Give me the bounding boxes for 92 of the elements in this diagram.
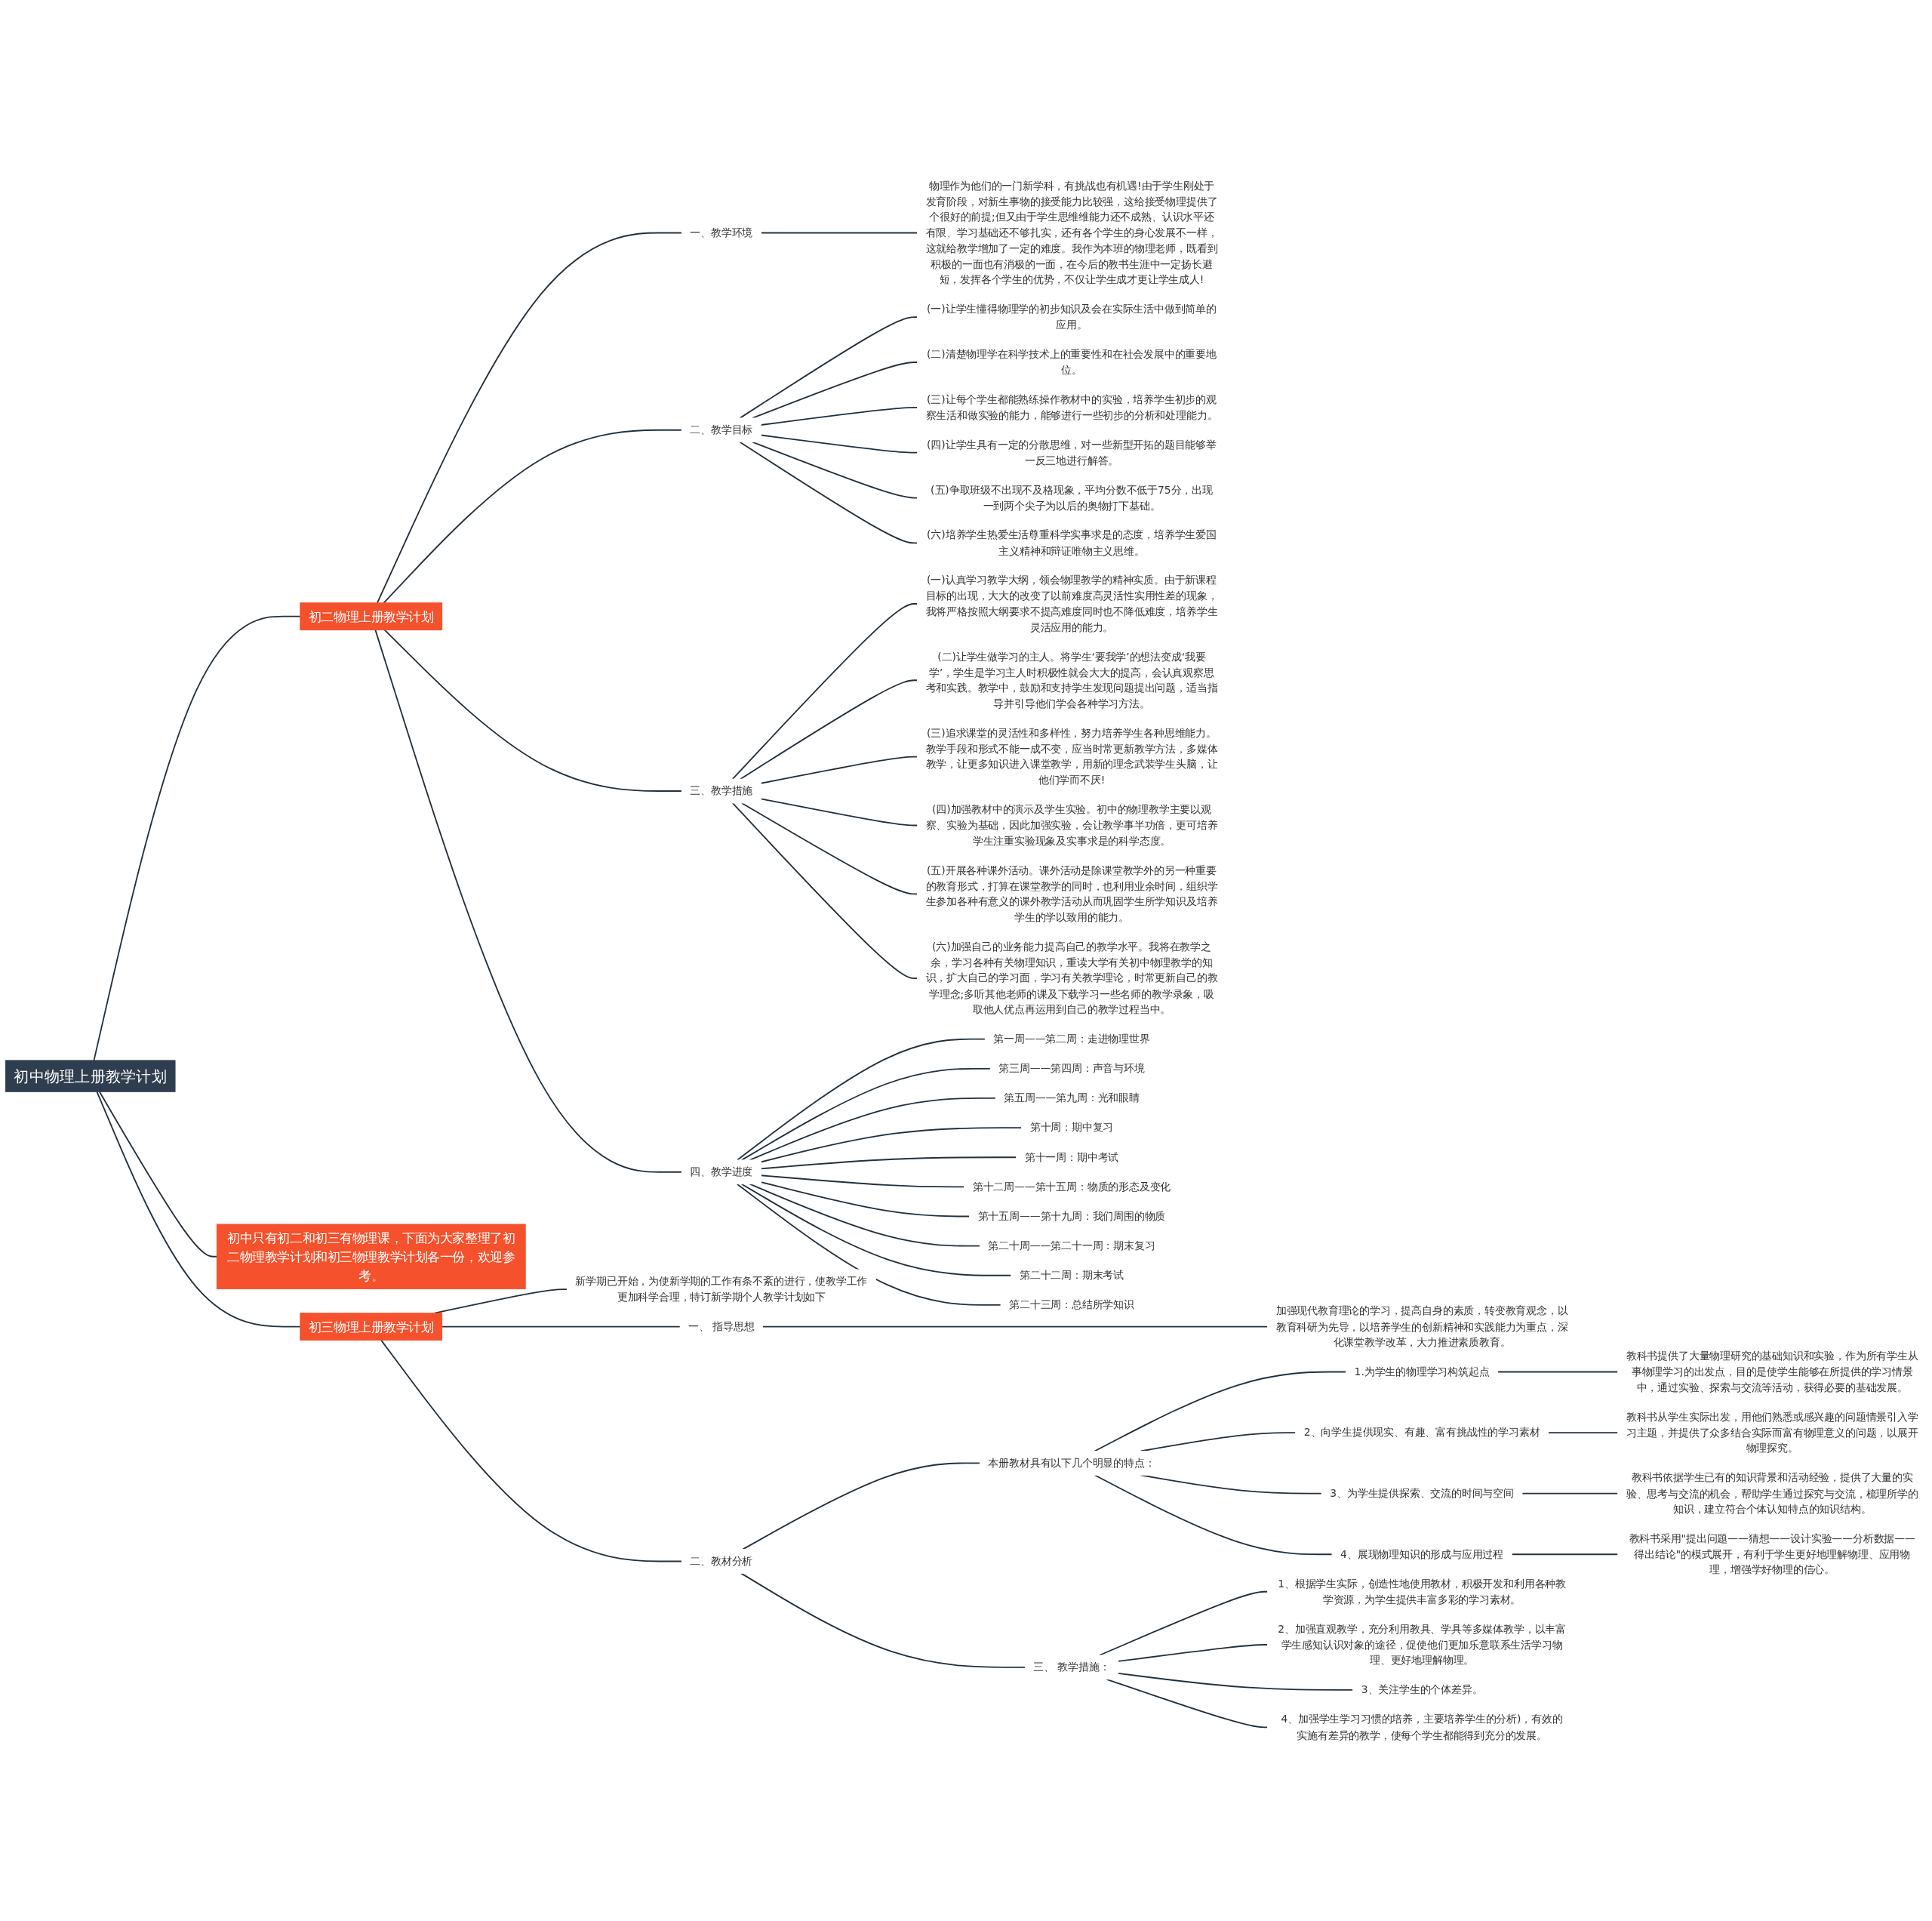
node-text: 三、教学措施	[690, 784, 753, 798]
connector	[761, 1325, 1269, 1328]
connector	[1094, 1474, 1333, 1556]
node-text: (五)争取班级不出现不及格现象，平均分数不低于75分，出现一到两个尖子为以后的奥物打下基础。	[931, 483, 1213, 512]
connector	[1547, 1432, 1619, 1434]
connector	[736, 1183, 1001, 1306]
connector	[740, 679, 918, 780]
node-text: 教科书从学生实际出发，用他们熟悉或感兴趣的问题情景引入学习主题，并提供了众多结合实际而富有物理意义的问题，以展开物理探究。	[1626, 1410, 1918, 1455]
node-text: (四)加强教材中的演示及学生实验。初中的物理教学主要以观察、实验为基础，因此加强实验，会让教学事半功倍，更可培养学生注重实验现象及实事求是的科学态度。	[925, 803, 1218, 848]
node-text: 第十二周——第十五周：物质的形态及变化	[972, 1180, 1171, 1193]
connector	[760, 756, 918, 784]
connector	[441, 1325, 681, 1328]
node-text: 4、展现物理知识的形成与应用过程	[1340, 1547, 1504, 1561]
connector	[1106, 1678, 1269, 1729]
connector	[760, 1181, 971, 1218]
node-text: 3、关注学生的个体差异。	[1361, 1683, 1483, 1696]
connector	[377, 232, 683, 604]
connector	[1521, 1492, 1619, 1495]
node-box: 初中物理上册教学计划	[5, 1060, 176, 1092]
connector	[383, 429, 683, 604]
connector	[1094, 1371, 1347, 1452]
node-text: 第十周：期中复习	[1029, 1121, 1114, 1134]
connector	[374, 629, 683, 1173]
node-text: 教科书采用"提出问题——猜想——设计实验——分析数据——得出结论"的模式展开，有利于学生更好地理解物理、应用物理，增强学好物理的信心。	[1629, 1532, 1915, 1577]
node-text: 2、向学生提供现实、有趣、富有挑战性的学习素材	[1303, 1426, 1540, 1439]
connector	[383, 629, 683, 792]
connector	[760, 434, 918, 454]
node-text: (六)加强自己的业务能力提高自己的教学水平。我将在教学之余，学习各种有关物理知识，重读大学有关初中物理教学的知识，扩大自己的学习面，学习有关教学理论，时常更新自己的教学理念;多听其他老师的课及下载学习一些名师的教学录象，吸取他人优点再运用到自己的教学过程当中。	[925, 940, 1218, 1016]
connector	[760, 406, 918, 426]
node-text: 第一周——第二周：走进物理世界	[993, 1033, 1150, 1045]
node-text: (一)认真学习教学大纲，领会物理教学的精神实质。由于新课程目标的出现，大大的改变了以前难度高灵活性实用性差的现象，我将严格按照大纲要求不提高难度同时也不降低难度，培养学生灵活应用的能力。	[925, 574, 1218, 634]
node-text: 教科书依据学生已有的知识背景和活动经验，提供了大量的实验、思考与交流的机会，帮助学生通过探究与交流，梳理所学的知识，建立符合个体认知特点的知识结构。	[1626, 1471, 1918, 1516]
connector	[736, 1038, 986, 1161]
connector	[1098, 1590, 1269, 1656]
connector	[740, 1572, 1026, 1668]
node-text: 第二十周——第二十一周：期末复习	[988, 1239, 1155, 1252]
connector	[739, 441, 918, 544]
node-text: (三)让每个学生都能熟练操作教材中的实验，培养学生初步的观察生活和做实验的能力，能够进行一些初步的分析和处理能力。	[925, 393, 1218, 422]
node-text: 新学期已开始，为使新学期的工作有条不紊的进行，使教学工作更加科学合理，特订新学期个人教学计划如下	[575, 1275, 868, 1304]
connector	[380, 1339, 683, 1562]
node-text: 第二十二周：期末考试	[1019, 1269, 1124, 1282]
node-text: 二、教材分析	[690, 1554, 753, 1568]
node-box: 初二物理上册教学计划	[300, 602, 443, 631]
node-text: (四)让学生具有一定的分散思维，对一些新型开拓的题目能够举一反三地进行解答。	[927, 438, 1217, 467]
node-text: (二)让学生做学习的主人。将学生‘要我学’的想法变成‘我要学’，学生是学习主人时积极性就会大大的提高，会认真观察思考和实践。教学中，鼓励和支持学生发现问题提出问题，适当指导并引导他们学会各种学习方法。	[925, 650, 1218, 710]
connector	[1117, 1672, 1354, 1691]
connector	[749, 1097, 997, 1161]
connector	[1497, 1371, 1619, 1373]
connector	[749, 1183, 981, 1247]
node-text: (二)清楚物理学在科学技术上的重要性和在社会发展中的重要地位。	[927, 348, 1217, 377]
node-text: 第二十三周：总结所学知识	[1009, 1298, 1134, 1311]
node-text: 本册教材具有以下几个明显的特点：	[988, 1456, 1155, 1470]
connector	[740, 1067, 992, 1161]
node-text: 一、 指导思想	[688, 1320, 755, 1333]
node-text: 2、加强直观教学，充分利用教具、学具等多媒体教学，以丰富学生感知认识对象的途径，促使他们更加乐意联系生活学习物理、更好地理解物理。	[1278, 1622, 1566, 1667]
connector	[96, 1091, 301, 1328]
node-text: 4、加强学生学习习惯的培养，主要培养学生的分析)，有效的实施有差异的教学，使每个学生都能得到充分的发展。	[1281, 1713, 1563, 1741]
connector	[752, 362, 918, 419]
connector	[1117, 1644, 1269, 1662]
node-text: 三、 教学措施：	[1033, 1661, 1110, 1673]
node-text: 第三周——第四周：声音与环境	[998, 1062, 1145, 1075]
node-text: (一)让学生懂得物理学的初步知识及会在实际生活中做到简单的应用。	[927, 303, 1217, 331]
node-text: 第五周——第九周：光和眼睛	[1004, 1091, 1140, 1104]
node-text: 1、根据学生实际，创造性地使用教材，积极开发和利用各种教学资源，为学生提供丰富多彩的学习素材。	[1278, 1577, 1566, 1606]
node-box: 初三物理上册教学计划	[300, 1313, 443, 1341]
connector	[731, 603, 918, 780]
node-text: 第十一周：期中考试	[1024, 1150, 1119, 1164]
node-text: 1.为学生的物理学习构筑起点	[1354, 1365, 1490, 1378]
connector	[760, 232, 918, 234]
node-text: 物理作为他们的一门新学科，有挑战也有机遇!由于学生刚处于发育阶段，对新生事物的接受能力比较强，这给接受物理提供了个很好的前提;但又由于学生思维维能力还不成熟、认识水平还有限、学习基础还不够扎实，还有各个学生的身心发展不一样，这就给教学增加了一定的难度。我作为本班的物理老师，既看到积极的一面也有消极的一面，在今后的教书生涯中一定扬长避短，发挥各个学生的优势，不仅让学生成才更让学生成人!	[925, 179, 1218, 286]
connector	[760, 1174, 965, 1188]
node-text: 教科书提供了大量物理研究的基础知识和实验，作为所有学生从事物理学习的出发点，目的是使学生能够在所提供的学习情景中，通过实验、探索与交流等活动，获得必要的基础发展。	[1626, 1350, 1918, 1394]
connector	[98, 1091, 218, 1258]
connector	[739, 316, 918, 419]
node-text: (三)追求课堂的灵活性和多样性，努力培养学生各种思维能力。教学手段和形式不能一成不变，应当时常更新教学方法，多媒体教学，让更多知识进入课堂教学，用新的理念武装学生头脑，让他们学而不厌!	[925, 726, 1218, 787]
node-text: (五)开展各种课外活动。课外活动是除课堂教学外的另一种重要的教育形式，打算在课堂教学的同时，也利用业余时间，组织学生参加各种有意义的课外教学活动从而巩固学生所学知识及培养学生的学以致用的能力。	[925, 864, 1218, 924]
connector	[93, 615, 301, 1061]
connector	[740, 802, 918, 895]
node-text: 加强现代教育理论的学习，提高自身的素质，转变教育观念，以教育科研为先导，以培养学生的创新精神和实践能力为重点，深化课堂教学改革，大力推进素质教育。	[1275, 1304, 1568, 1349]
connector	[760, 1156, 1017, 1170]
connector	[752, 441, 918, 499]
node-text: (六)培养学生热爱生活尊重科学实事求是的态度，培养学生爱国主义精神和辩证唯物主义思维。	[927, 528, 1217, 557]
connector	[1511, 1553, 1619, 1556]
node-text: 第十五周——第十九周：我们周围的物质	[977, 1209, 1166, 1223]
node-text: 3、为学生提供探索、交流的时间与空间	[1330, 1487, 1514, 1500]
connector	[760, 1127, 1023, 1163]
connector	[742, 1462, 981, 1550]
node-text: 一、教学环境	[690, 226, 753, 239]
connector	[760, 798, 918, 827]
node-box: 初中只有初二和初三有物理课，下面为大家整理了初二物理教学计划和初三物理教学计划各一份，欢迎参考。	[216, 1224, 526, 1290]
connector	[740, 1183, 1012, 1276]
connector	[731, 802, 918, 979]
